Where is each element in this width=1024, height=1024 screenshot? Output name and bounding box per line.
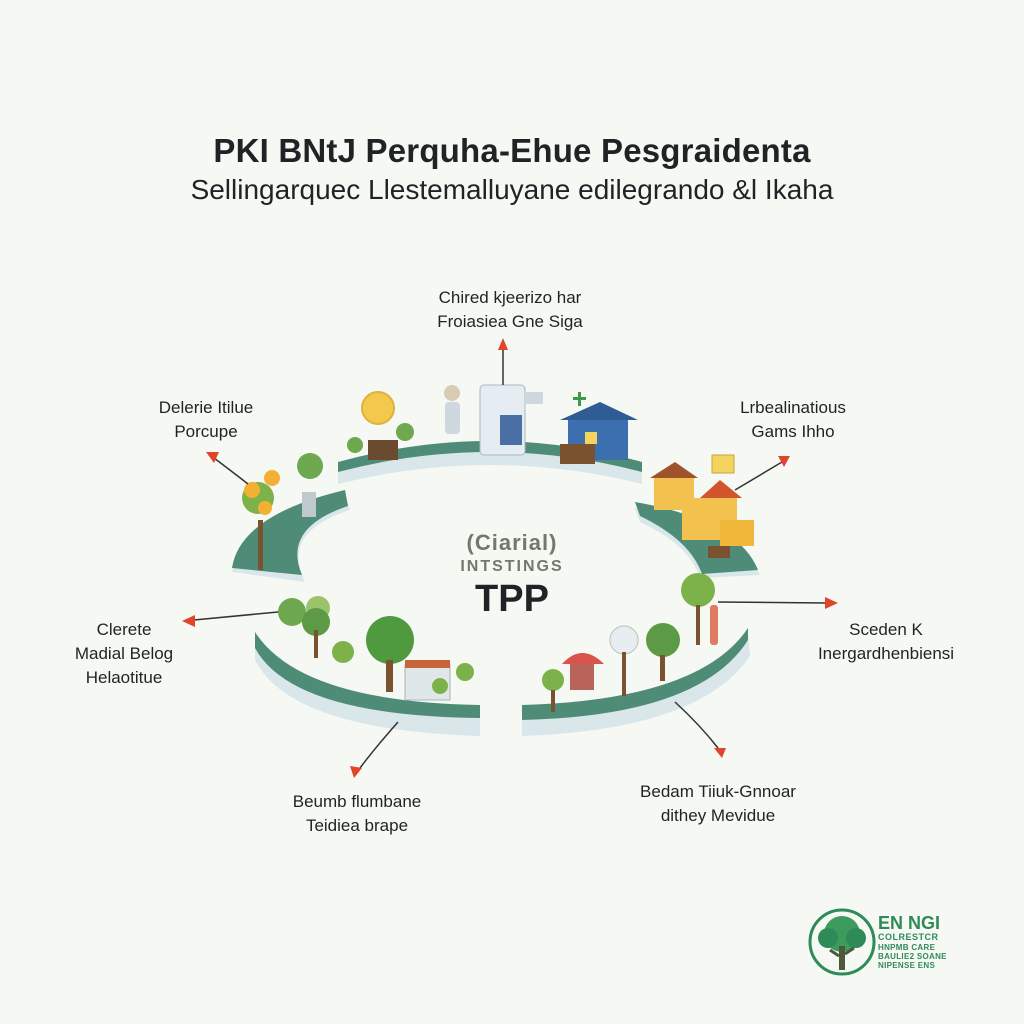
logo-line-3: HNPMB CARE: [878, 943, 936, 952]
lab-scientist-icon: [444, 384, 543, 456]
label-line: Delerie Itilue: [158, 398, 254, 417]
market-trees-icon: [542, 573, 718, 712]
logo-line-1: EN NGI: [878, 913, 941, 933]
label-line: Froiasiea Gne Siga: [437, 312, 583, 331]
connector-left: [182, 611, 279, 627]
center-title: TPP: [475, 578, 549, 620]
flower-lamp-icon: [347, 391, 414, 460]
label-line: Helaotitue: [85, 668, 163, 687]
logo-text: EN NGI COLRESTCR HNPMB CARE BAULIE2 SOAN…: [878, 914, 947, 970]
connector-right: [717, 597, 838, 609]
house-icon: [560, 392, 638, 464]
label-line: Porcupe: [174, 422, 238, 441]
center-hub: (Ciarial) INTSTINGS TPP: [460, 530, 563, 621]
label-line: Teidiea brape: [305, 816, 409, 835]
label-top-left: Delerie Itilue Porcupe: [159, 396, 254, 444]
label-line: dithey Mevidue: [660, 806, 776, 825]
logo-line-4: BAULIE2 SOANE: [878, 952, 947, 961]
sunflower-tree-icon: [242, 453, 323, 570]
connector-top-right: [734, 456, 790, 491]
label-line: Sceden K: [849, 620, 923, 639]
label-top-right: Lrbealinatious Gams Ihho: [740, 396, 846, 444]
village-buildings-icon: [650, 454, 754, 558]
label-line: Clerete: [96, 620, 152, 639]
label-bottom-left: Beumb flumbane Teidiea brape: [293, 790, 422, 838]
brand-logo: EN NGI COLRESTCR HNPMB CARE BAULIE2 SOAN…: [808, 904, 988, 984]
label-line: Madial Belog: [74, 644, 174, 663]
connector-top: [498, 338, 508, 385]
label-right: Sceden K Inergardhenbiensi: [818, 618, 954, 666]
logo-line-5: NIPENSE ENS: [878, 961, 936, 970]
label-line: Chired kjeerizo har: [438, 288, 582, 307]
platform-bottom-right: [522, 628, 750, 736]
label-line: Bedam Tiiuk-Gnnoar: [640, 782, 796, 801]
label-top: Chired kjeerizo har Froiasiea Gne Siga: [437, 286, 583, 334]
label-bottom-right: Bedam Tiiuk-Gnnoar dithey Mevidue: [640, 780, 796, 828]
platform-bottom-left: [255, 632, 480, 736]
label-line: Gams Ihho: [751, 422, 835, 441]
label-left: Clerete Madial Belog Helaotitue: [75, 618, 173, 690]
connector-bottom-right: [674, 701, 726, 758]
center-line-2: INTSTINGS: [460, 558, 564, 575]
park-trees-icon: [278, 596, 474, 701]
label-line: Beumb flumbane: [292, 792, 422, 811]
label-line: Lrbealinatious: [740, 398, 846, 417]
logo-tree-icon: [808, 908, 876, 976]
connector-top-left: [206, 452, 249, 485]
label-line: Inergardhenbiensi: [817, 644, 955, 663]
connector-bottom-left: [350, 721, 399, 778]
page-subtitle: Sellingarquec Llestemalluyane edilegrand…: [190, 174, 834, 205]
center-line-1: (Ciarial): [466, 530, 558, 555]
page-title: PKI BNtJ Perquha-Ehue Pesgraidenta: [213, 132, 811, 169]
logo-line-2: COLRESTCR: [878, 932, 939, 942]
